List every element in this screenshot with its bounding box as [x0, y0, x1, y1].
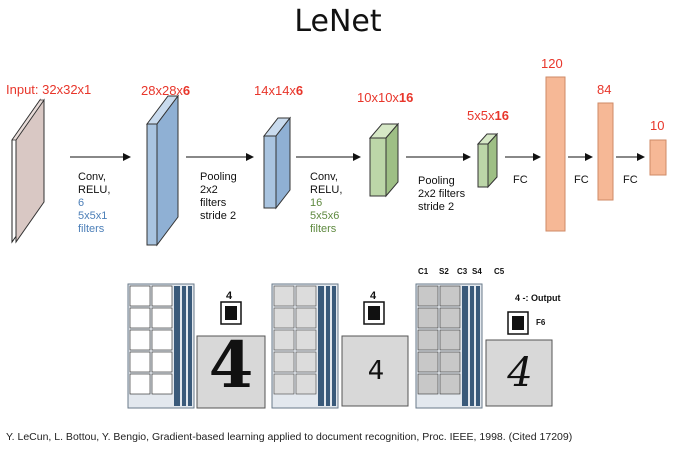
- conv2-dim-depth: 16: [398, 90, 414, 105]
- pool1-op-line2: 2x2: [200, 184, 218, 196]
- input-dim-label: Input: 32x32x1: [6, 82, 92, 97]
- pool1-op-label: Pooling 2x2 filters stride 2: [200, 171, 237, 223]
- conv2-op-filters: filters: [310, 223, 337, 235]
- conv1-op-line1: Conv,: [78, 171, 106, 183]
- pool2-op-line1: Pooling: [418, 175, 455, 187]
- viz3-sample-digit: 4: [507, 350, 533, 396]
- tag-c1: C1: [418, 267, 429, 276]
- lenet-visualization: [127, 283, 553, 409]
- tag-c5: C5: [494, 267, 505, 276]
- f6-label: F6: [536, 318, 546, 327]
- conv2-dim-prefix: 10x10x: [357, 90, 399, 105]
- pool2-op-line2: 2x2 filters: [418, 188, 466, 200]
- conv2-op-filter: 5x5x6: [310, 210, 340, 222]
- conv2-op-line1: Conv,: [310, 171, 338, 183]
- viz2-digit-label: 4: [370, 290, 377, 302]
- viz1-digit-label: 4: [226, 290, 233, 302]
- viz-panel-1: [127, 283, 266, 409]
- conv1-op-filter: 5x5x1: [78, 210, 108, 222]
- pool1-op-line1: Pooling: [200, 171, 237, 183]
- fc3-size-label: 10: [650, 118, 665, 133]
- pool1-block: [262, 116, 292, 210]
- viz-panel-2: [271, 283, 409, 409]
- pool1-dim-prefix: 14x14x: [254, 83, 296, 98]
- conv1-dim-prefix: 28x28x: [141, 83, 183, 98]
- tag-s4: S4: [472, 267, 482, 276]
- viz2-sample-digit: 4: [367, 356, 385, 386]
- conv1-block: [146, 94, 179, 247]
- pool2-op-label: Pooling 2x2 filters stride 2: [418, 175, 465, 214]
- architecture-diagram: [11, 76, 667, 247]
- pool1-dim-label: 14x14x6: [254, 83, 303, 98]
- tag-s2: S2: [439, 267, 449, 276]
- conv1-op-label: Conv, RELU, 6 5x5x1 filters: [78, 171, 110, 236]
- conv2-block: [368, 122, 400, 198]
- fc10-block: [649, 139, 667, 176]
- fc2-size-label: 84: [597, 82, 612, 97]
- pool1-op-line3: filters: [200, 197, 227, 209]
- conv2-op-count: 16: [310, 197, 323, 209]
- conv1-op-count: 6: [78, 197, 85, 209]
- fc120-block: [545, 76, 566, 232]
- viz-panel-3: [415, 283, 553, 409]
- viz1-sample-digit: 4: [208, 328, 254, 403]
- fc3-op-label: FC: [623, 174, 638, 186]
- fc2-op-label: FC: [574, 174, 589, 186]
- output-label: 4 -: Output: [515, 293, 561, 303]
- pool2-op-line3: stride 2: [418, 201, 455, 213]
- fc1-size-label: 120: [541, 56, 563, 71]
- pool2-block: [476, 132, 499, 189]
- conv1-op-filters: filters: [78, 223, 105, 235]
- page-title: LeNet: [294, 4, 382, 39]
- fc84-block: [597, 102, 614, 201]
- pool1-op-line4: stride 2: [200, 210, 237, 222]
- conv2-op-line2: RELU,: [310, 184, 343, 196]
- fc1-op-label: FC: [513, 174, 528, 186]
- conv2-dim-label: 10x10x16: [357, 90, 413, 105]
- pool2-dim-prefix: 5x5x: [467, 108, 495, 123]
- pool2-dim-label: 5x5x16: [467, 108, 509, 123]
- input-block: [11, 98, 45, 244]
- tag-c3: C3: [457, 267, 468, 276]
- conv1-dim-depth: 6: [182, 83, 191, 98]
- conv1-op-line2: RELU,: [78, 184, 111, 196]
- pool1-dim-depth: 6: [295, 83, 304, 98]
- conv2-op-label: Conv, RELU, 16 5x5x6 filters: [310, 171, 342, 236]
- pool2-dim-depth: 16: [494, 108, 509, 123]
- conv1-dim-label: 28x28x6: [141, 83, 190, 98]
- citation: Y. LeCun, L. Bottou, Y. Bengio, Gradient…: [6, 431, 573, 443]
